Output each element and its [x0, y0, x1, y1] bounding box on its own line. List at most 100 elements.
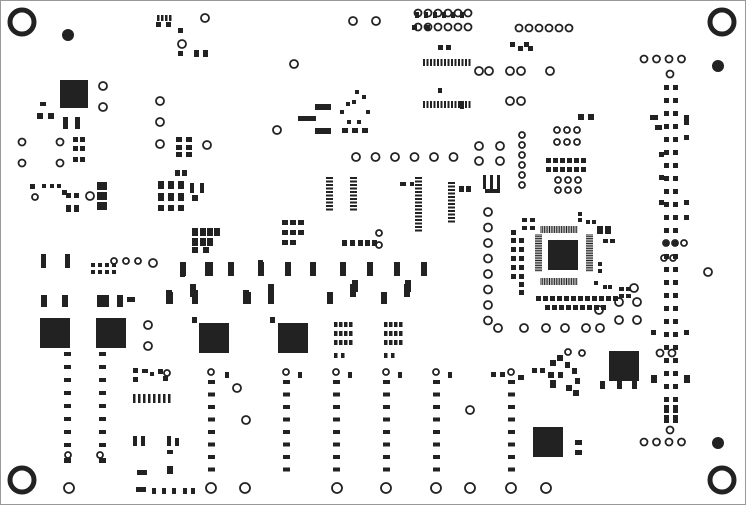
smd-pad [557, 355, 563, 361]
smd-pad [440, 101, 443, 108]
through-hole-pad [429, 152, 439, 162]
smd-pad [530, 218, 535, 222]
smd-pad [315, 104, 331, 110]
through-hole-pad [652, 437, 661, 447]
through-hole-pad [564, 23, 574, 33]
smd-pad [664, 332, 669, 337]
smd-pad [518, 46, 523, 51]
smd-pad [565, 362, 570, 368]
smd-pad [326, 191, 333, 193]
smd-pad [664, 98, 669, 103]
smd-pad [552, 305, 557, 310]
smd-pad [99, 417, 106, 421]
smd-pad [298, 372, 302, 378]
qfp-pin [540, 226, 542, 233]
smd-pad [165, 15, 168, 21]
mounting-hole [7, 465, 37, 495]
smd-pad [491, 372, 496, 377]
smd-pad [553, 167, 558, 172]
smd-pad [399, 331, 403, 336]
through-hole-pad [348, 16, 358, 26]
smd-pad [64, 378, 71, 382]
smd-pad [571, 296, 576, 301]
smd-pad [490, 175, 493, 189]
smd-pad [448, 189, 455, 191]
smd-pad [448, 182, 455, 184]
smd-pad [651, 330, 656, 335]
smd-pad [619, 294, 624, 298]
through-hole-pad [518, 181, 526, 189]
smd-pad [283, 442, 290, 447]
smd-pad [168, 181, 174, 189]
thermal-pad [548, 240, 578, 270]
through-hole-pad [664, 437, 674, 447]
through-hole-pad [554, 23, 564, 33]
through-hole-pad [632, 315, 642, 325]
smd-pad [40, 102, 46, 106]
through-hole-pad [177, 39, 187, 49]
smd-pad [548, 372, 554, 378]
smd-pad [41, 254, 46, 268]
smd-pad [599, 296, 604, 301]
fiducial [712, 437, 724, 449]
smd-pad [673, 293, 678, 298]
smd-pad [461, 59, 464, 66]
through-hole-pad [574, 176, 582, 184]
qfp-pin [552, 278, 554, 285]
smd-pad [310, 262, 316, 276]
through-hole-pad [505, 96, 515, 106]
through-hole-pad [413, 8, 423, 18]
smd-pad [372, 240, 377, 246]
smd-pad [290, 240, 296, 245]
smd-pad [97, 192, 107, 200]
smd-pad [566, 385, 572, 391]
through-hole-pad [110, 257, 118, 265]
smd-pad [508, 467, 515, 472]
smd-pad [550, 360, 556, 366]
through-hole-pad [541, 323, 551, 333]
smd-pad [448, 220, 455, 223]
smd-pad [326, 177, 333, 179]
smd-pad [142, 369, 148, 373]
through-hole-pad [483, 269, 493, 279]
qfp-pin [586, 265, 593, 267]
qfp-pin [586, 254, 593, 256]
smd-pad [346, 102, 350, 106]
smd-pad [178, 181, 184, 189]
smd-pad [543, 296, 548, 301]
smd-pad [183, 488, 187, 494]
through-hole-pad [505, 66, 515, 76]
smd-pad [454, 101, 457, 108]
smd-pad [283, 430, 290, 434]
smd-pad [468, 101, 471, 108]
smd-pad [64, 458, 71, 463]
smd-pad [367, 262, 373, 276]
smd-pad [468, 59, 471, 66]
smd-pad [433, 392, 440, 397]
smd-pad [546, 167, 551, 172]
smd-pad [592, 296, 597, 301]
smd-pad [573, 305, 578, 310]
smd-pad [511, 230, 516, 235]
smd-pad [283, 417, 290, 422]
mounting-hole [7, 7, 37, 37]
qfp-pin [549, 226, 550, 233]
smd-pad [664, 345, 669, 350]
smd-pad [167, 450, 173, 454]
smd-pad [659, 175, 664, 180]
smd-pad [186, 137, 192, 142]
smd-pad [684, 200, 689, 205]
smd-pad [168, 394, 171, 403]
smd-pad [415, 194, 422, 197]
smd-pad [381, 292, 387, 304]
smd-pad [99, 458, 106, 463]
smd-pad [282, 230, 288, 235]
smd-pad [176, 152, 182, 157]
smd-pad [358, 240, 363, 246]
smd-pad [447, 59, 450, 66]
smd-pad [592, 220, 596, 224]
smd-pad [448, 372, 452, 378]
smd-pad [438, 45, 443, 50]
qfp-pin [535, 251, 542, 253]
